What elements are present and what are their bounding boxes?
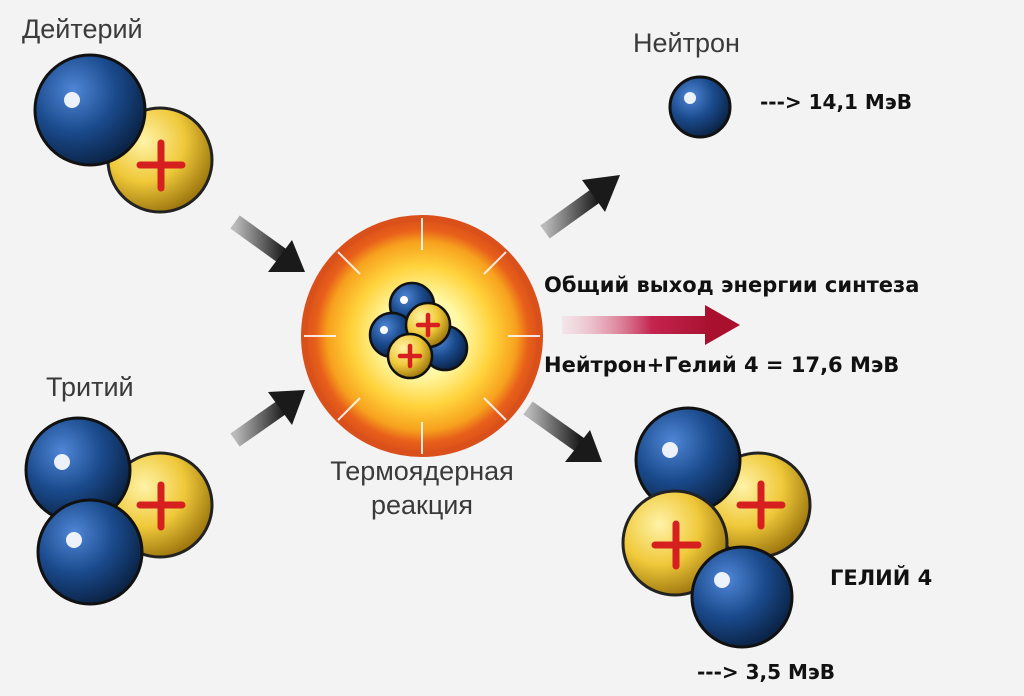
neutron <box>36 498 144 606</box>
neutron-energy-label: ---> 14,1 МэВ <box>760 90 912 114</box>
deuterium-label: Дейтерий <box>22 14 143 44</box>
energy-output-arrow <box>562 305 740 345</box>
total-energy-title: Общий выход энергии синтеза <box>544 273 920 297</box>
tritium-nucleus <box>24 416 214 606</box>
plus-icon <box>651 520 702 570</box>
arrow-reaction-to-helium <box>523 401 602 462</box>
reaction-label-line1: Термоядерная <box>330 456 514 486</box>
helium-label: ГЕЛИЙ 4 <box>830 566 933 590</box>
reaction-label: Термоядерная реакция <box>296 454 548 522</box>
neutron <box>690 545 794 649</box>
plus-icon <box>736 480 786 530</box>
output-neutron <box>668 75 732 139</box>
plus-icon <box>397 343 423 369</box>
neutron <box>33 53 147 167</box>
plus-icon <box>136 481 186 531</box>
plus-icon <box>136 139 186 192</box>
arrow-reaction-to-neutron <box>540 175 620 239</box>
deuterium-nucleus <box>33 53 214 214</box>
arrow-tritium-to-reaction <box>230 390 305 447</box>
tritium-label: Тритий <box>46 372 134 402</box>
helium-4-nucleus <box>621 406 812 649</box>
plus-icon <box>415 312 441 338</box>
neutron-label: Нейтрон <box>633 28 740 58</box>
fusing-nuclei <box>368 281 469 380</box>
reaction-core <box>301 215 543 457</box>
total-energy-formula: Нейтрон+Гелий 4 = 17,6 МэВ <box>544 353 900 377</box>
helium-energy-label: ---> 3,5 МэВ <box>697 660 836 684</box>
reaction-label-line2: реакция <box>370 490 474 520</box>
arrow-deuterium-to-reaction <box>230 215 305 272</box>
